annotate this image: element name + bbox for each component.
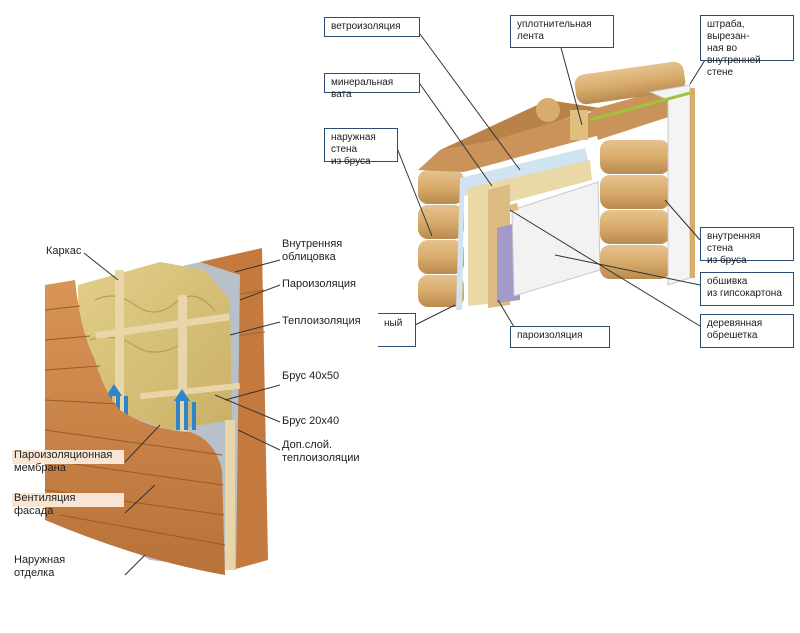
label-mineral-wool: минеральная вата xyxy=(324,73,420,100)
batten-40x50 xyxy=(95,313,230,340)
label-batten-40x50: Брус 40х50 xyxy=(282,370,340,382)
label-interior-cladding-1: Внутренняя xyxy=(282,238,343,250)
batten-20x40 xyxy=(139,382,241,400)
label-extra-insulation-1: Доп.слой. xyxy=(282,439,333,451)
wooden-batten xyxy=(501,203,519,214)
right-leader-lines xyxy=(396,33,706,338)
label-exterior-finish-1: Наружная xyxy=(14,554,66,566)
left-leader-lines xyxy=(83,252,281,576)
label-membrane-1: Пароизоляционная xyxy=(14,449,113,461)
label-thermal-insulation: Теплоизоляция xyxy=(282,315,361,327)
frame-stud xyxy=(178,295,187,455)
label-bg-ventilation xyxy=(12,493,124,507)
label-exterior-finish-2: отделка xyxy=(14,567,55,579)
label-batten-20x40: Брус 20х40 xyxy=(282,415,340,427)
label-ventilation-2: фасада xyxy=(14,505,54,517)
sealing-tape xyxy=(570,110,588,140)
label-extra-insulation-2: теплоизоляции xyxy=(282,452,360,464)
left-wall-cutaway xyxy=(44,248,281,576)
label-vapour-barrier: Пароизоляция xyxy=(282,278,356,290)
label-interior-cladding-2: облицовка xyxy=(282,251,336,263)
gypsum-board xyxy=(511,181,601,297)
frame-stud xyxy=(115,270,124,420)
right-log-junction xyxy=(396,33,706,338)
label-bg-membrane xyxy=(12,450,124,464)
label-vapour-barrier-right: пароизоляция xyxy=(510,326,610,348)
frame-stud xyxy=(225,420,235,570)
label-cut-off: ный xyxy=(378,313,416,347)
label-membrane-2: мембрана xyxy=(14,462,66,474)
label-frame: Каркас xyxy=(46,245,82,257)
interior-log-wall xyxy=(574,61,695,286)
label-ventilation-1: Вентиляция xyxy=(14,492,76,504)
label-wind-barrier: ветроизоляция xyxy=(324,17,420,37)
